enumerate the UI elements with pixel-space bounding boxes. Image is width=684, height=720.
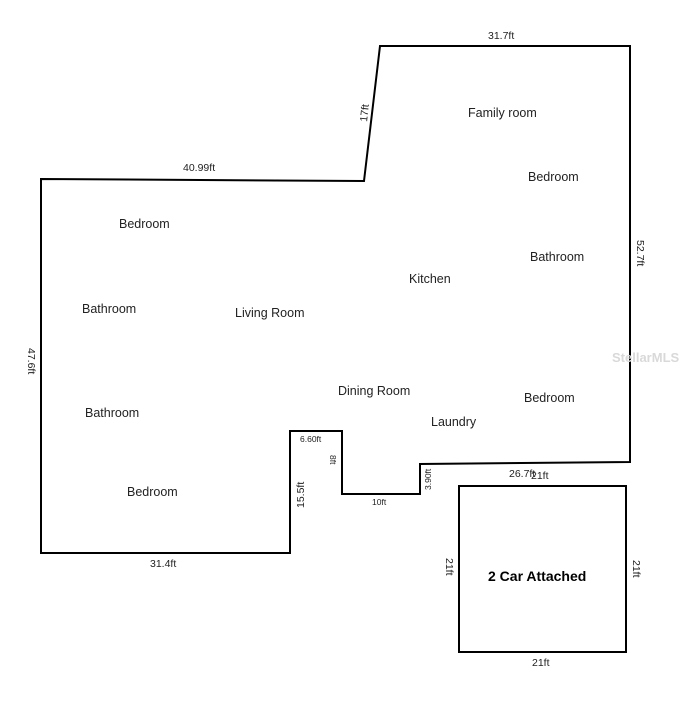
dim-top-left: 40.99ft bbox=[183, 162, 215, 174]
room-dining-room: Dining Room bbox=[338, 384, 410, 398]
dim-garage-left: 21ft bbox=[443, 558, 455, 576]
room-bathroom-east: Bathroom bbox=[530, 250, 584, 264]
room-bedroom-west-lower: Bedroom bbox=[127, 485, 178, 499]
room-bathroom-west-upper: Bathroom bbox=[82, 302, 136, 316]
room-bedroom-west-upper: Bedroom bbox=[119, 217, 170, 231]
dim-angled-wall: 17ft bbox=[358, 104, 372, 123]
dim-notch-top: 6.60ft bbox=[300, 434, 322, 444]
dim-garage-top: 21ft bbox=[531, 470, 549, 482]
dim-top-right: 31.7ft bbox=[488, 30, 514, 42]
room-living-room: Living Room bbox=[235, 306, 304, 320]
garage-outline bbox=[458, 485, 627, 653]
room-bedroom-east-lower: Bedroom bbox=[524, 391, 575, 405]
room-bathroom-west-lower: Bathroom bbox=[85, 406, 139, 420]
dim-notch-bottom: 10ft bbox=[372, 497, 387, 507]
room-kitchen: Kitchen bbox=[409, 272, 451, 286]
house-outline bbox=[40, 45, 631, 554]
room-family-room: Family room bbox=[468, 106, 537, 120]
dim-garage-right: 21ft bbox=[630, 560, 642, 578]
dim-bottom-right: 26.7ft bbox=[509, 468, 535, 480]
dim-bottom-left: 31.4ft bbox=[150, 558, 176, 570]
dim-garage-bottom: 21ft bbox=[532, 657, 550, 669]
watermark-logo: StellarMLS bbox=[612, 350, 680, 365]
dim-right-side: 52.7ft bbox=[634, 240, 646, 266]
dim-left-side: 47.6ft bbox=[25, 348, 37, 374]
dim-step-side: 3.90ft bbox=[423, 468, 433, 490]
dim-notch-side: 8ft bbox=[328, 455, 338, 465]
room-bedroom-east-upper: Bedroom bbox=[528, 170, 579, 184]
room-laundry: Laundry bbox=[431, 415, 477, 429]
garage-title: 2 Car Attached bbox=[488, 568, 586, 584]
dim-inner-left: 15.5ft bbox=[295, 482, 307, 508]
